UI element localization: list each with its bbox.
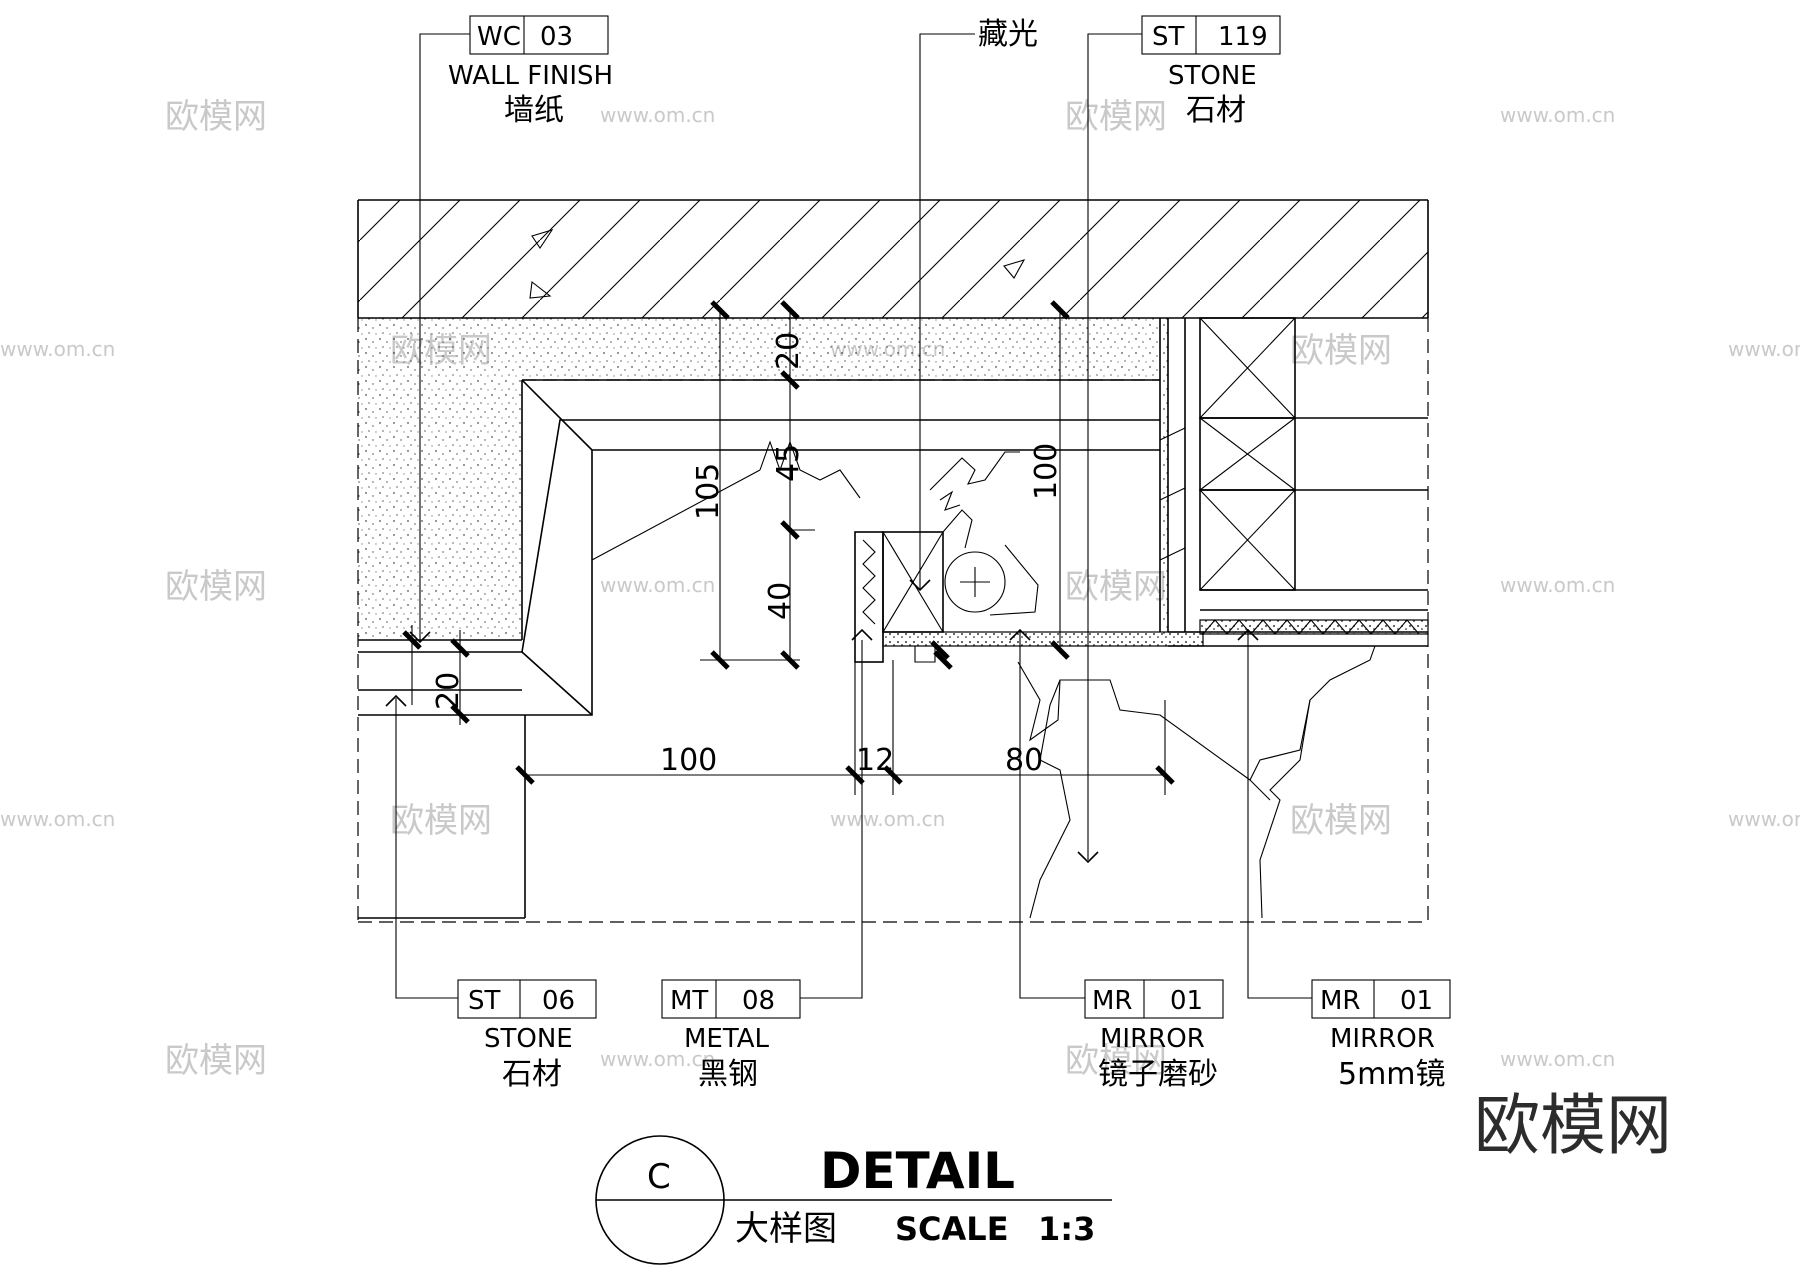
dim-40: 40 [763, 582, 798, 620]
leader-lines [385, 33, 1312, 999]
dimension-text: 20 45 105 100 40 20 100 12 80 [431, 332, 1064, 778]
tag-st-119: ST 119 STONE 石材 [1141, 15, 1281, 128]
dim-105: 105 [691, 463, 726, 520]
tag-mr-01-frosted: MR 01 MIRROR 镜子磨砂 [1084, 979, 1224, 1092]
watermark-logo: 欧模网 [1065, 567, 1167, 607]
dim-80: 80 [1005, 743, 1043, 778]
tag-material-name: MIRROR [1100, 1024, 1205, 1054]
dim-20-left: 20 [431, 672, 466, 710]
watermark-logo: 欧模网 [1290, 331, 1392, 371]
watermark-logo: 欧模网 [165, 97, 267, 137]
dim-45: 45 [771, 444, 806, 482]
watermark-layer: 欧模网 www.om.cn 欧模网 www.om.cn www.om.cn 欧模… [0, 97, 1800, 1081]
watermark-logo: 欧模网 [1065, 1041, 1167, 1081]
tag-number: 01 [1400, 986, 1433, 1016]
dim-100-vertical: 100 [1029, 443, 1064, 500]
brand-logo: 欧模网 [1474, 1087, 1672, 1164]
detail-title: DETAIL [820, 1142, 1015, 1200]
watermark-site: www.om.cn [1500, 103, 1615, 127]
tag-material-name: METAL [684, 1024, 770, 1054]
dim-100-horizontal: 100 [660, 743, 717, 778]
tag-code: MR [1320, 986, 1361, 1016]
tag-number: 06 [542, 986, 575, 1016]
watermark-logo: 欧模网 [165, 567, 267, 607]
tag-material-cn: 石材 [1186, 93, 1246, 128]
dim-20-top: 20 [771, 332, 806, 370]
tag-code: MT [670, 986, 708, 1016]
tag-material-cn: 石材 [502, 1057, 562, 1092]
tag-wc-03: WC 03 WALL FINISH 墙纸 [448, 15, 613, 128]
watermark-site: www.om.cn [600, 1047, 715, 1071]
tag-material-cn: 5mm镜 [1338, 1057, 1446, 1092]
tag-code: ST [468, 986, 501, 1016]
watermark-logo: 欧模网 [390, 801, 492, 841]
stone-profile [358, 379, 1160, 919]
tag-st-06: ST 06 STONE 石材 [457, 979, 597, 1092]
watermark-logo: 欧模网 [165, 1041, 267, 1081]
tag-material-name: MIRROR [1330, 1024, 1435, 1054]
tag-number: 03 [540, 22, 573, 52]
tag-material-cn: 镜子磨砂 [1098, 1057, 1218, 1092]
tag-mt-08: MT 08 METAL 黑钢 [661, 979, 801, 1092]
scale-label: SCALE [895, 1210, 1009, 1248]
watermark-site: www.om.cn [600, 573, 715, 597]
tag-material-cn: 黑钢 [698, 1057, 758, 1092]
detail-symbol-letter: C [647, 1157, 671, 1197]
watermark-logo: 欧模网 [1290, 801, 1392, 841]
tag-code: WC [477, 22, 521, 52]
watermark-site: www.om.cn [600, 103, 715, 127]
tag-code: ST [1152, 22, 1185, 52]
tag-light-cove: 藏光 [978, 17, 1038, 52]
tag-material-cn: 藏光 [978, 17, 1038, 52]
watermark-site: www.om.cn [830, 807, 945, 831]
tag-number: 119 [1218, 22, 1268, 52]
tag-material-cn: 墙纸 [504, 93, 564, 128]
tag-material-name: STONE [1168, 61, 1257, 91]
scale-value: 1:3 [1038, 1210, 1095, 1248]
title-block: C DETAIL 大样图 SCALE 1:3 [595, 1135, 1112, 1265]
tag-number: 01 [1170, 986, 1203, 1016]
detail-title-cn: 大样图 [735, 1209, 837, 1249]
watermark-site: www.om.cn [1728, 337, 1800, 361]
tag-number: 08 [742, 986, 775, 1016]
tag-code: MR [1092, 986, 1133, 1016]
watermark-site: www.om.cn [1500, 573, 1615, 597]
break-lines [1017, 645, 1376, 919]
watermark-site: www.om.cn [0, 807, 115, 831]
dimension-ticks [402, 300, 1175, 785]
wall-panel [1159, 317, 1429, 647]
watermark-site: www.om.cn [1500, 1047, 1615, 1071]
watermark-logo: 欧模网 [1065, 97, 1167, 137]
tag-material-name: WALL FINISH [448, 61, 613, 91]
tag-mr-01-mirror: MR 01 MIRROR 5mm镜 [1311, 979, 1451, 1092]
tag-material-name: STONE [484, 1024, 573, 1054]
concrete-slab [357, 199, 1429, 319]
watermark-site: www.om.cn [1728, 807, 1800, 831]
watermark-site: www.om.cn [0, 337, 115, 361]
